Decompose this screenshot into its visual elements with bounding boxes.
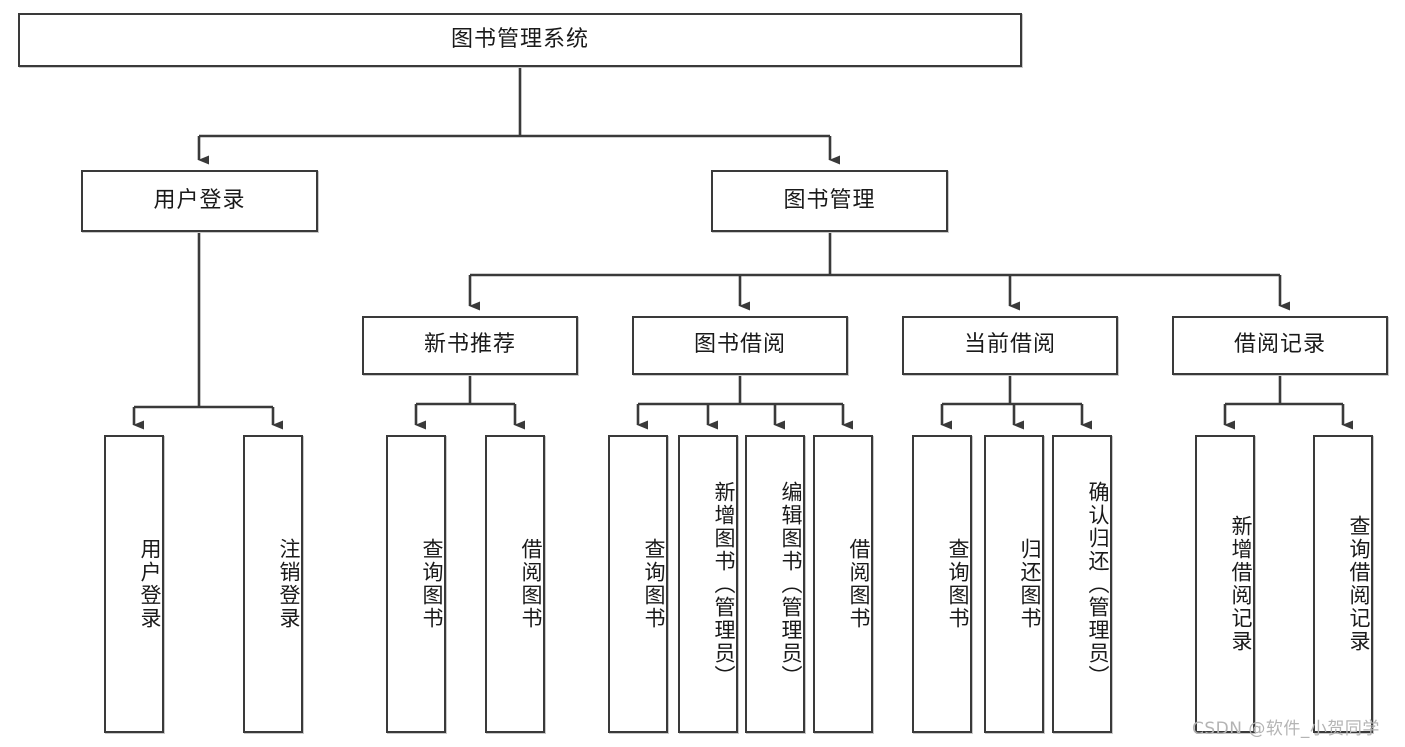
node-leaf-logout-login-label: 注销登录 bbox=[277, 538, 301, 630]
node-leaf-query-book-2[interactable]: 查询图书 bbox=[608, 435, 668, 733]
node-leaf-query-book-3[interactable]: 查询图书 bbox=[912, 435, 972, 733]
node-leaf-query-book-1[interactable]: 查询图书 bbox=[386, 435, 446, 733]
node-leaf-add-book-admin-label: 新增图书（管理员） bbox=[712, 480, 736, 688]
node-leaf-confirm-return-admin-label: 确认归还（管理员） bbox=[1086, 480, 1110, 688]
node-new-book-recommend[interactable]: 新书推荐 bbox=[362, 316, 578, 375]
node-leaf-query-borrow-record[interactable]: 查询借阅记录 bbox=[1313, 435, 1373, 733]
node-leaf-borrow-book-2[interactable]: 借阅图书 bbox=[813, 435, 873, 733]
node-user-login-label: 用户登录 bbox=[153, 187, 246, 213]
node-root[interactable]: 图书管理系统 bbox=[18, 13, 1022, 67]
csdn-watermark: CSDN @软件_小贺同学 bbox=[1192, 719, 1380, 739]
node-leaf-user-login-label: 用户登录 bbox=[138, 538, 162, 630]
node-leaf-query-borrow-record-label: 查询借阅记录 bbox=[1347, 515, 1371, 653]
node-leaf-add-book-admin[interactable]: 新增图书（管理员） bbox=[678, 435, 738, 733]
node-leaf-query-book-1-label: 查询图书 bbox=[420, 538, 444, 630]
node-root-label: 图书管理系统 bbox=[450, 26, 589, 52]
node-leaf-query-book-2-label: 查询图书 bbox=[642, 538, 666, 630]
node-leaf-add-borrow-record[interactable]: 新增借阅记录 bbox=[1195, 435, 1255, 733]
node-leaf-return-book[interactable]: 归还图书 bbox=[984, 435, 1044, 733]
node-leaf-borrow-book-1[interactable]: 借阅图书 bbox=[485, 435, 545, 733]
node-book-management[interactable]: 图书管理 bbox=[711, 170, 948, 232]
node-user-login[interactable]: 用户登录 bbox=[81, 170, 318, 232]
node-current-borrow-label: 当前借阅 bbox=[963, 332, 1056, 358]
node-leaf-return-book-label: 归还图书 bbox=[1018, 538, 1042, 630]
node-leaf-user-login[interactable]: 用户登录 bbox=[104, 435, 164, 733]
node-leaf-confirm-return-admin[interactable]: 确认归还（管理员） bbox=[1052, 435, 1112, 733]
node-new-book-recommend-label: 新书推荐 bbox=[423, 332, 516, 358]
node-leaf-borrow-book-2-label: 借阅图书 bbox=[847, 538, 871, 630]
node-borrow-record-label: 借阅记录 bbox=[1233, 332, 1326, 358]
node-book-management-label: 图书管理 bbox=[783, 187, 876, 213]
node-current-borrow[interactable]: 当前借阅 bbox=[902, 316, 1118, 375]
node-leaf-query-book-3-label: 查询图书 bbox=[946, 538, 970, 630]
node-leaf-logout-login[interactable]: 注销登录 bbox=[243, 435, 303, 733]
node-book-borrow[interactable]: 图书借阅 bbox=[632, 316, 848, 375]
node-leaf-borrow-book-1-label: 借阅图书 bbox=[519, 538, 543, 630]
node-leaf-add-borrow-record-label: 新增借阅记录 bbox=[1229, 515, 1253, 653]
node-borrow-record[interactable]: 借阅记录 bbox=[1172, 316, 1388, 375]
node-leaf-edit-book-admin-label: 编辑图书（管理员） bbox=[779, 480, 803, 688]
node-book-borrow-label: 图书借阅 bbox=[693, 332, 786, 358]
node-leaf-edit-book-admin[interactable]: 编辑图书（管理员） bbox=[745, 435, 805, 733]
